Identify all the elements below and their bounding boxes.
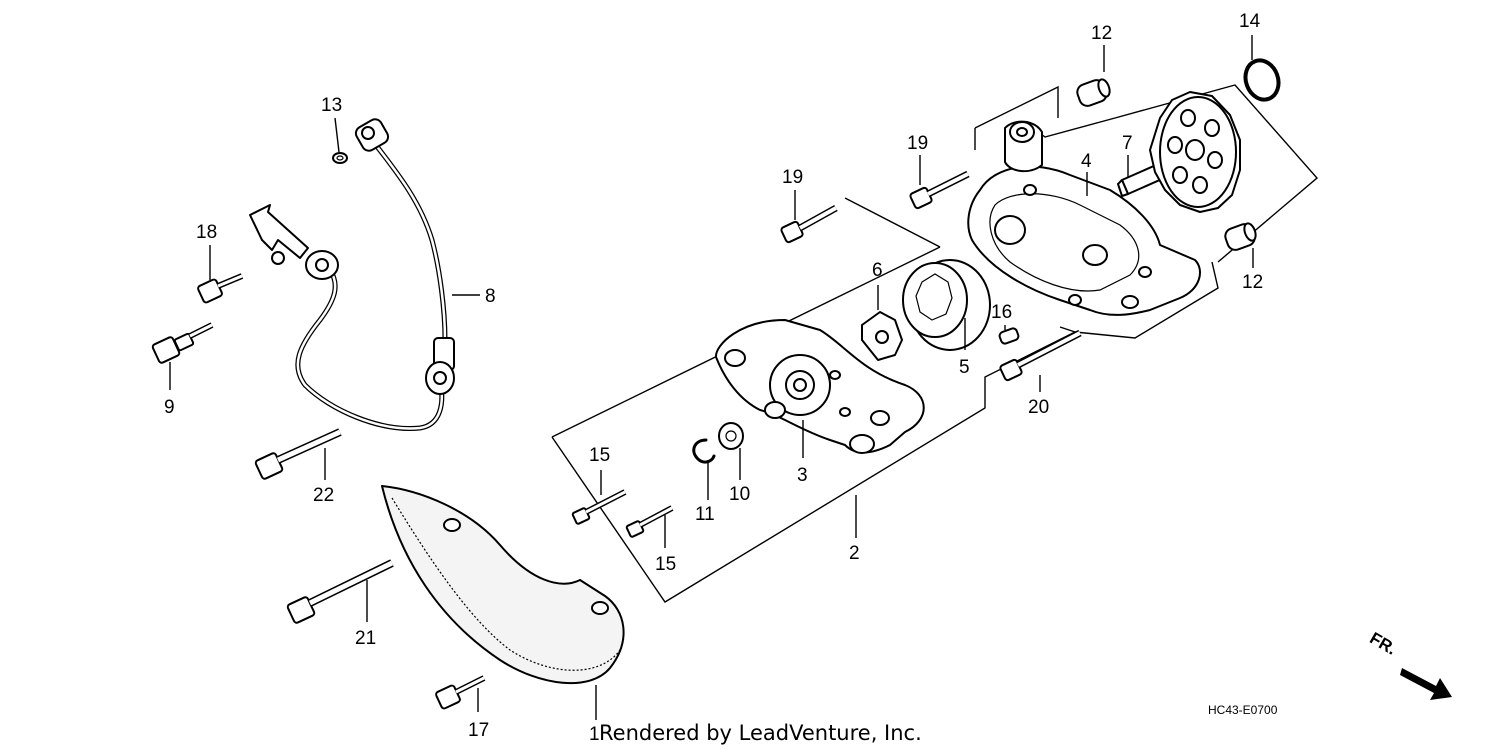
callout-17: 17	[468, 720, 489, 741]
inner-rotor	[861, 311, 903, 361]
outer-rotor	[902, 259, 991, 351]
front-label: FR.	[1367, 629, 1400, 659]
callout-21: 21	[355, 628, 376, 649]
callout-9: 9	[164, 397, 175, 418]
callout-labels: 1 2 3 4 5 6 7 8 9 10 11 12 12 13 14 15 1…	[164, 11, 1263, 745]
washer-10	[718, 422, 744, 450]
bolt-19a	[780, 204, 838, 244]
bolt-19b	[909, 170, 970, 210]
callout-18: 18	[196, 222, 217, 243]
leader-lines	[169, 35, 1254, 720]
credit-watermark: Rendered by LeadVenture, Inc.	[599, 721, 922, 745]
callout-12a: 12	[1091, 23, 1112, 44]
callout-15b: 15	[655, 554, 676, 575]
oil-pipe	[249, 118, 455, 431]
callout-5: 5	[959, 357, 970, 378]
clip-11	[692, 438, 716, 464]
pin-16	[998, 327, 1020, 345]
callout-2: 2	[849, 543, 860, 564]
callout-20: 20	[1028, 397, 1049, 418]
front-direction-indicator: FR.	[1367, 629, 1452, 700]
callout-11: 11	[695, 504, 715, 525]
bolt-15a	[571, 489, 627, 525]
bolt-20	[999, 329, 1082, 382]
guard-plate	[381, 485, 625, 685]
driven-gear	[1149, 91, 1241, 213]
callout-14: 14	[1239, 11, 1261, 32]
bolt-17	[435, 675, 486, 710]
callout-6: 6	[872, 260, 883, 281]
bolt-9	[151, 322, 214, 364]
callout-8: 8	[485, 286, 496, 307]
o-ring-14	[1243, 58, 1281, 102]
arrow-right-down-icon	[1400, 668, 1452, 700]
callout-16: 16	[991, 302, 1012, 323]
callout-3: 3	[797, 465, 808, 486]
callout-7: 7	[1122, 133, 1133, 154]
bolt-18	[197, 273, 244, 304]
callout-4: 4	[1081, 151, 1092, 172]
callout-1: 1	[589, 724, 600, 745]
pump-body	[967, 120, 1201, 316]
callout-22: 22	[313, 485, 334, 506]
bolt-21	[286, 559, 394, 624]
callout-12b: 12	[1242, 272, 1263, 293]
dowel-12a	[1076, 78, 1111, 107]
callout-15a: 15	[589, 445, 610, 466]
bolt-22	[254, 428, 342, 480]
dowel-12b	[1224, 222, 1257, 251]
pump-cover	[715, 319, 925, 454]
diagram-code: HC43-E0700	[1208, 703, 1278, 717]
assembly-outline	[551, 84, 1318, 603]
callout-19a: 19	[782, 167, 803, 188]
bolt-15b	[625, 505, 674, 538]
callout-10: 10	[729, 484, 750, 505]
callout-13: 13	[321, 95, 342, 116]
callout-19b: 19	[907, 133, 928, 154]
washer-13	[332, 152, 348, 164]
